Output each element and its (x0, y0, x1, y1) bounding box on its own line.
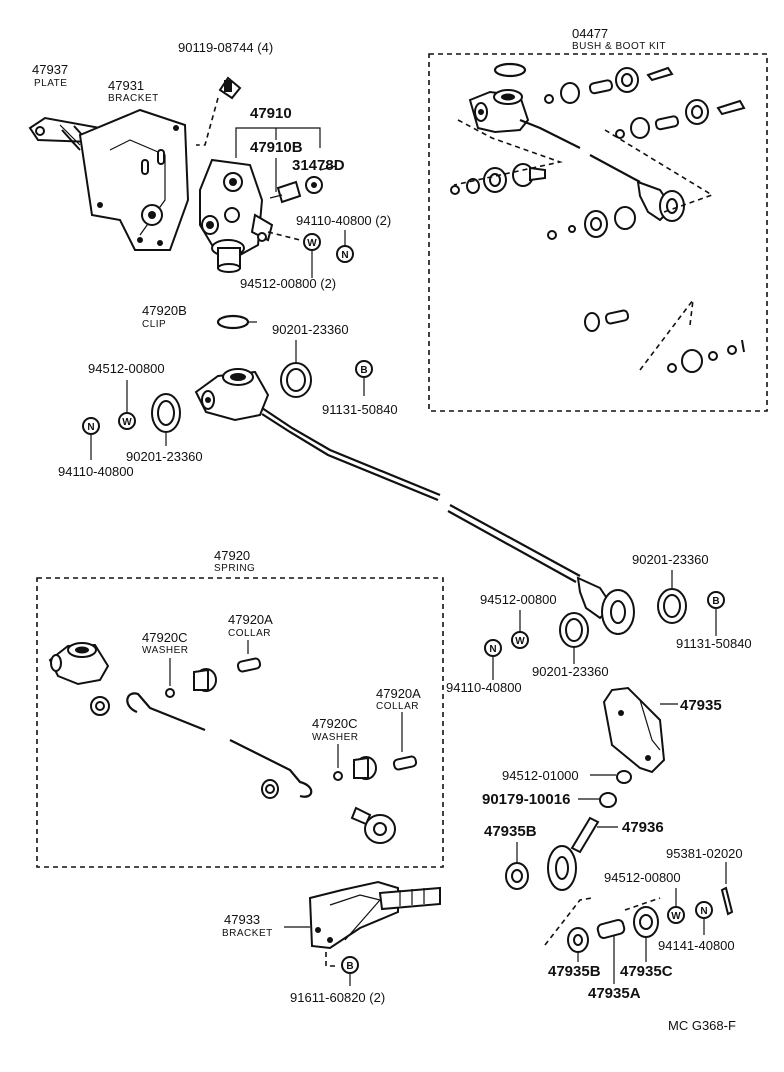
svg-text:W: W (122, 417, 132, 428)
ball-stud-47936 (547, 816, 600, 891)
label-collar-a: COLLAR (228, 628, 271, 639)
bolt-symbol-bottom: B (341, 956, 359, 974)
pin-95381 (720, 886, 734, 916)
svg-text:N: N (87, 422, 94, 433)
collar-47935a (596, 918, 626, 940)
label-31478d: 31478D (292, 157, 345, 174)
label-91611: 91611-60820 (2) (290, 990, 385, 1005)
svg-text:N: N (341, 250, 348, 261)
fitting-47910b (269, 180, 302, 204)
label-47935b-a: 47935B (484, 823, 537, 840)
nut-symbol-top: N (336, 245, 354, 263)
svg-text:N: N (489, 644, 496, 655)
label-spring: SPRING (214, 563, 255, 574)
label-47920c-b: 47920C (312, 716, 358, 731)
label-washer-a: WASHER (142, 645, 189, 656)
label-plate: PLATE (34, 78, 67, 89)
label-90201-c: 90201-23360 (632, 552, 709, 567)
label-90201-b: 90201-23360 (126, 449, 203, 464)
label-47935a: 47935A (588, 985, 641, 1002)
label-47935c: 47935C (620, 963, 673, 980)
kit-box-spring (36, 577, 444, 868)
rod-end-upper (194, 368, 270, 422)
label-94512-d: 94512-01000 (502, 768, 579, 783)
kit-spring-parts (48, 642, 418, 844)
label-47910: 47910 (250, 105, 292, 122)
washer-symbol-mid: W (511, 631, 529, 649)
kit-box-bush-boot (428, 53, 768, 412)
diagram-code: MC G368-F (668, 1018, 736, 1033)
label-90179: 90179-10016 (482, 791, 570, 808)
arm-47935 (602, 686, 666, 774)
bracket-47933 (308, 880, 441, 950)
label-47936: 47936 (622, 819, 664, 836)
label-94512-c: 94512-00800 (480, 592, 557, 607)
label-collar-b: COLLAR (376, 701, 419, 712)
label-90201-d: 90201-23360 (532, 664, 609, 679)
label-90201-a: 90201-23360 (272, 322, 349, 337)
bush-47935c (633, 906, 659, 938)
seal-90201-right (657, 588, 687, 624)
seal-90201-upper (280, 362, 312, 398)
label-91131-b: 91131-50840 (676, 636, 752, 651)
svg-text:B: B (346, 961, 353, 972)
svg-text:B: B (360, 365, 367, 376)
label-bracket-top: BRACKET (108, 93, 159, 104)
svg-text:W: W (515, 636, 525, 647)
label-47935: 47935 (680, 697, 722, 714)
label-90119: 90119-08744 (4) (178, 40, 273, 55)
clip-47920b (216, 314, 250, 330)
nut-31478d (305, 176, 323, 194)
seal-90201-left (151, 393, 181, 433)
kit-bush-boot-parts (450, 62, 746, 373)
label-bracket-bottom: BRACKET (222, 928, 273, 939)
bush-47935b-lower (567, 927, 589, 953)
svg-text:W: W (671, 911, 681, 922)
washer-symbol-left: W (118, 412, 136, 430)
label-washer-b: WASHER (312, 732, 359, 743)
label-47920: 47920 (214, 548, 250, 563)
label-bush-boot-kit: BUSH & BOOT KIT (572, 41, 666, 52)
label-47920a-b: 47920A (376, 686, 421, 701)
svg-text:N: N (700, 906, 707, 917)
label-94110-b: 94110-40800 (58, 464, 134, 479)
label-47935b-b: 47935B (548, 963, 601, 980)
washer-94512-01000 (616, 770, 632, 784)
nut-symbol-left: N (82, 417, 100, 435)
nut-symbol-mid: N (484, 639, 502, 657)
nut-symbol-lower: N (695, 901, 713, 919)
washer-symbol-lower: W (667, 906, 685, 924)
bush-47935b-upper (505, 862, 529, 890)
label-94110-top: 94110-40800 (2) (296, 213, 391, 228)
label-91131-a: 91131-50840 (322, 402, 398, 417)
label-47910b: 47910B (250, 139, 303, 156)
label-94512-e: 94512-00800 (604, 870, 681, 885)
label-47931: 47931 (108, 78, 144, 93)
label-94141: 94141-40800 (658, 938, 735, 953)
bracket-part (78, 108, 190, 251)
bolt-90119 (218, 76, 242, 100)
label-94512-top: 94512-00800 (2) (240, 276, 336, 291)
seal-90201-mid (559, 612, 589, 648)
main-rod (261, 407, 635, 635)
svg-text:B: B (712, 596, 719, 607)
washer-symbol-top: W (303, 233, 321, 251)
label-04477: 04477 (572, 26, 608, 41)
label-95381: 95381-02020 (666, 846, 743, 861)
bolt-symbol-upper: B (355, 360, 373, 378)
label-94512-b: 94512-00800 (88, 361, 165, 376)
label-clip: CLIP (142, 319, 166, 330)
label-47933: 47933 (224, 912, 260, 927)
valve-assembly (199, 158, 274, 273)
svg-text:W: W (307, 238, 317, 249)
nut-90179 (599, 792, 617, 808)
bolt-symbol-right: B (707, 591, 725, 609)
label-47937: 47937 (32, 62, 68, 77)
label-47920b: 47920B (142, 303, 187, 318)
label-47920c-a: 47920C (142, 630, 188, 645)
label-94110-c: 94110-40800 (446, 680, 522, 695)
label-47920a-a: 47920A (228, 612, 273, 627)
